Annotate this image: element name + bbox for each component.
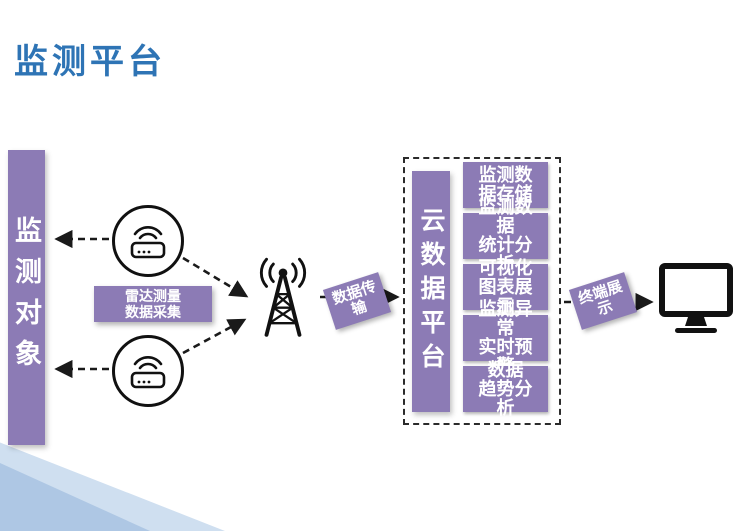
terminal-display-badge: 终端展示 xyxy=(568,272,638,330)
sensor-device-icon xyxy=(130,371,166,389)
cloud-platform-bar: 云数据平台 xyxy=(412,171,450,412)
monitor-target-bar: 监测对象 xyxy=(8,150,45,445)
sensor-device-icon xyxy=(130,241,166,259)
radar-collection-badge: 雷达测量 数据采集 xyxy=(94,286,212,322)
cloud-function-alert: 监测异常 实时预警 xyxy=(463,300,548,376)
monitor-icon xyxy=(658,262,734,346)
page-title: 监测平台 xyxy=(14,43,166,81)
cloud-function-storage: 监测数据存储 xyxy=(463,162,548,208)
cloud-platform-label: 云数据平台 xyxy=(417,206,445,377)
radar-sensor-icon xyxy=(112,205,184,277)
cloud-function-statistics: 监测数据 统计分析 xyxy=(463,198,548,274)
radar-sensor-1 xyxy=(110,203,186,279)
monitor-target-label: 监测对象 xyxy=(11,215,41,380)
wifi-icon xyxy=(133,226,163,240)
cloud-platform-panel xyxy=(403,157,561,425)
data-transmission-badge: 数据传输 xyxy=(322,272,392,330)
arrow-sensor2-to-tower xyxy=(182,318,247,355)
signal-tower-icon xyxy=(252,256,314,340)
radar-sensor-2 xyxy=(110,333,186,409)
cloud-function-trend: 数据 趋势分析 xyxy=(463,360,548,417)
radar-sensor-icon xyxy=(112,335,184,407)
wifi-icon xyxy=(133,356,163,370)
